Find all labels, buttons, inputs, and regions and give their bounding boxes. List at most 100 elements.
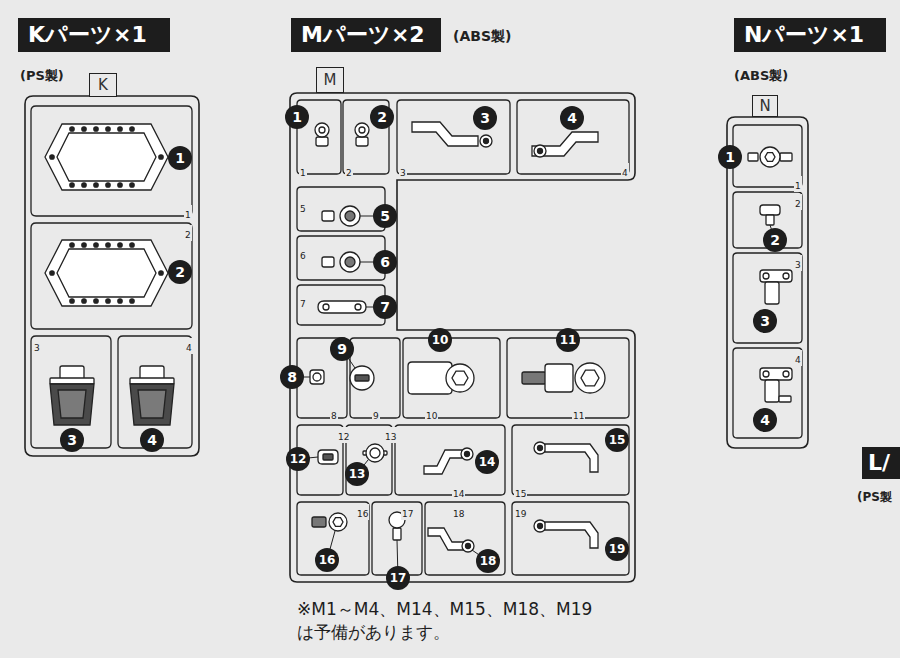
gate-number-patch: 11 [572,406,585,422]
part-shape [783,273,789,279]
runner-outline [290,93,635,582]
runner-tag: N [759,99,770,114]
part-shape [765,153,775,162]
part-shape [522,372,546,384]
runner-cell [297,502,369,575]
part-shape [94,183,98,187]
part-shape [70,299,74,303]
part-shape [766,215,774,225]
part-shape [534,520,546,532]
part-shape [118,243,122,247]
callout-number: 10 [432,334,449,346]
part-shape [106,183,110,187]
part-shape [106,299,110,303]
heading-box: Mパーツ×2 [291,18,441,52]
part-shape [318,450,338,464]
part-shape [465,452,470,457]
part-shape [534,145,546,157]
part-shape [58,390,86,418]
part-shape [532,132,598,156]
part-shape [312,517,326,527]
gate-number: 3 [34,343,40,353]
gate-number: 18 [453,509,464,519]
callout-number: 3 [67,433,77,447]
runner-tag: K [98,78,108,93]
runner-cell [297,236,385,280]
part-shape [94,299,98,303]
runner-tag-box: K [89,73,117,97]
part-set-heading: L/ [868,451,894,475]
spare-note-box: ※M1～M4、M14、M15、M18、M19 は予備があります。 [297,598,717,644]
callout-badge: 9 [330,337,354,361]
runner-tag: M [324,73,337,88]
runner-cell [733,348,802,438]
callout-badge: 3 [753,309,777,333]
material-note: (ABS製) [734,68,788,83]
part-shape [130,183,134,187]
callout-badge: 5 [373,204,397,228]
part-shape [446,364,474,392]
callout-badge: 1 [285,105,309,129]
part-shape [118,299,122,303]
part-shape [57,133,156,181]
part-shape [82,299,86,303]
part-shape [118,183,122,187]
part-shape [316,137,328,146]
callout-number: 1 [292,110,302,124]
part-shape [534,442,546,454]
gate-number: 13 [385,432,396,442]
gate-number: 15 [515,489,526,499]
part-shape [366,444,384,462]
part-shape [319,127,325,133]
callout-number: 2 [175,265,185,279]
callout-badge: 3 [60,428,84,452]
gate-number: 4 [622,168,628,178]
heading-box: L/ [862,447,900,479]
material-note-box: (ABS製) [453,27,511,45]
part-shape [545,444,598,472]
part-shape [345,257,355,267]
callout-badge: 1 [168,146,192,170]
part-shape [760,205,780,215]
callout-badge: 13 [345,462,369,486]
callout-number: 17 [390,572,407,584]
part-shape [538,446,543,451]
runner-outline [25,96,199,456]
callout-badge: 15 [605,428,629,452]
callout-number: 1 [175,151,185,165]
material-note: (PS製 [857,490,892,504]
gate-number-patch: 3 [33,338,41,354]
part-shape [138,390,166,418]
leader-line [366,307,373,308]
callout-number: 4 [147,433,157,447]
runner-cell [395,425,505,495]
callout-number: 11 [560,334,577,346]
gate-number: 7 [300,299,306,309]
gate-number: 17 [402,509,413,519]
part-shape [545,364,573,392]
callout-badge: 2 [370,105,394,129]
gate-number-patch: 1 [299,163,307,179]
runner-cell [372,502,422,575]
runner-cell [403,338,500,418]
part-shape [130,384,174,425]
gate-number-patch: 9 [372,406,380,422]
part-shape [575,363,605,393]
part-shape [130,378,174,384]
part-shape [82,127,86,131]
heading-box: Nパーツ×1 [734,18,886,52]
part-shape [760,270,792,282]
gate-number: 6 [300,251,306,261]
callout-number: 5 [380,209,390,223]
callout-badge: 18 [476,549,500,573]
callout-number: 18 [480,555,497,567]
callout-badge: 4 [753,408,777,432]
callout-number: 6 [380,255,390,269]
part-shape [355,304,361,310]
callout-badge: 19 [605,537,629,561]
runner-outline [727,117,808,448]
part-shape [323,454,333,460]
part-shape [94,243,98,247]
gate-number: 2 [185,230,191,240]
part-shape [765,380,779,402]
